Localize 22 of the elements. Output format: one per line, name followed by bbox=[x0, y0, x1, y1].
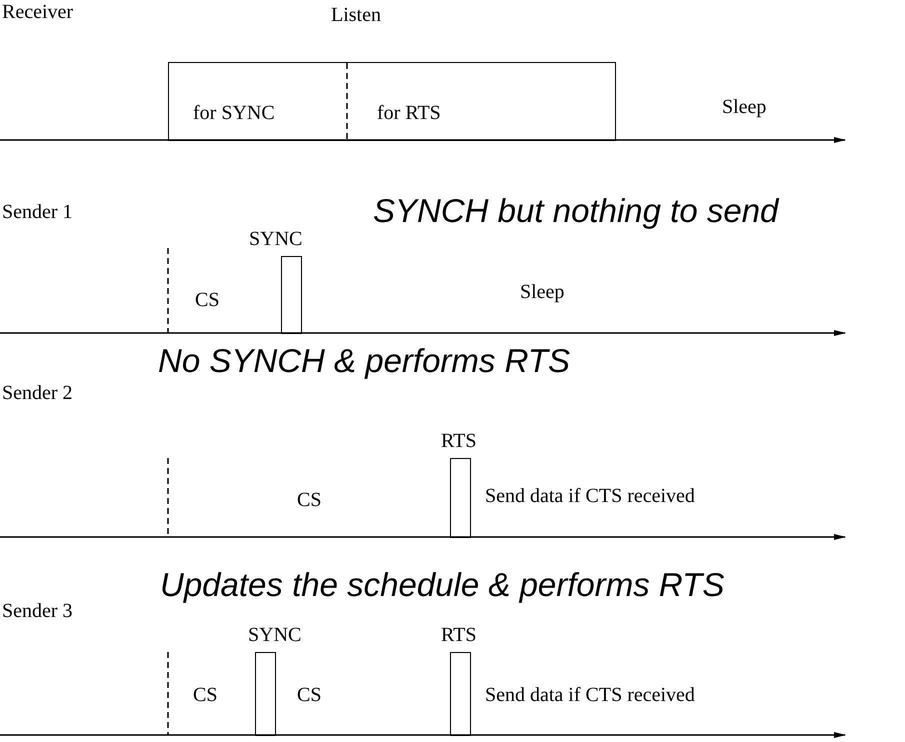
state-label: Send data if CTS received bbox=[485, 484, 695, 508]
state-label: Sleep bbox=[722, 95, 766, 119]
row-label: Sender 1 bbox=[2, 200, 73, 224]
state-label: CS bbox=[297, 488, 322, 512]
annotation-text: No SYNCH & performs RTS bbox=[158, 342, 570, 380]
state-label: CS bbox=[297, 683, 322, 707]
row-label: Receiver bbox=[2, 0, 74, 24]
row-label: Sender 2 bbox=[2, 381, 73, 405]
state-label: Sleep bbox=[520, 280, 564, 304]
period-heading: Listen bbox=[331, 3, 381, 27]
state-label: CS bbox=[193, 683, 218, 707]
period-label: for RTS bbox=[377, 101, 441, 125]
pulse-label: RTS bbox=[441, 429, 476, 453]
period-label: for SYNC bbox=[193, 101, 275, 125]
pulse-label: SYNC bbox=[249, 227, 302, 251]
state-label: Send data if CTS received bbox=[485, 683, 695, 707]
pulse-label: RTS bbox=[441, 623, 476, 647]
state-label: CS bbox=[195, 288, 220, 312]
row-label: Sender 3 bbox=[2, 599, 73, 623]
annotation-text: SYNCH but nothing to send bbox=[373, 192, 778, 230]
pulse-label: SYNC bbox=[248, 623, 302, 647]
annotation-text: Updates the schedule & performs RTS bbox=[160, 566, 724, 604]
